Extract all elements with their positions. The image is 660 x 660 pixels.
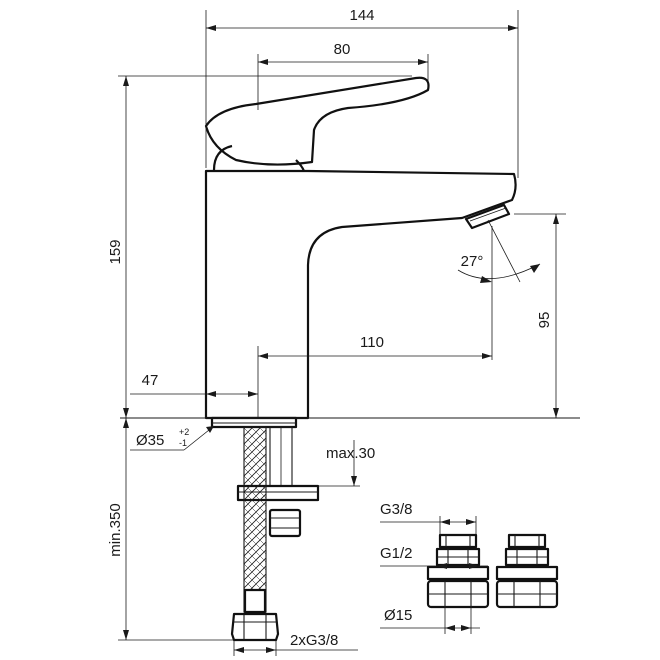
dim-label-min-hose-length: min.350 xyxy=(107,503,124,556)
dim-label-adapter-pipe-diameter: Ø15 xyxy=(384,607,412,624)
dim-adapter-outlet-thread: G3/8 xyxy=(380,501,477,535)
dim-adapter-inlet-thread: G1/2 xyxy=(380,545,488,569)
dim-overall-width: 144 xyxy=(205,7,519,178)
dim-base-offset: 47 xyxy=(130,372,258,397)
dim-lever-width: 80 xyxy=(257,41,429,110)
dim-adapter-pipe-diameter: Ø15 xyxy=(380,607,480,634)
dim-label-hole-tol-minus: -1 xyxy=(179,438,187,448)
dim-spout-height: 95 xyxy=(514,213,566,418)
adapter-right xyxy=(495,533,559,609)
lever-base xyxy=(212,144,306,172)
dim-overall-height: 159 xyxy=(107,75,412,418)
dim-min-hose-length: min.350 xyxy=(107,418,234,641)
dim-max-thickness: max.30 xyxy=(296,417,375,487)
faucet-outline xyxy=(120,76,580,429)
faucet-body xyxy=(204,169,517,420)
mounting-nut xyxy=(268,508,302,538)
dim-label-hole-diameter: Ø35 xyxy=(136,432,164,449)
braided-hose xyxy=(230,426,280,642)
aerator xyxy=(464,203,511,230)
dim-label-spout-height: 95 xyxy=(536,312,553,329)
dim-label-spout-angle: 27° xyxy=(461,253,484,270)
dim-hose-thread: 2xG3/8 xyxy=(233,632,358,656)
lever-handle xyxy=(204,76,430,166)
dim-label-overall-height: 159 xyxy=(107,239,124,264)
dim-label-spout-reach: 110 xyxy=(360,334,384,351)
dim-hole-diameter: Ø35 +2 -1 xyxy=(130,425,215,451)
dim-label-hose-thread: 2xG3/8 xyxy=(290,632,338,649)
dim-label-adapter-outlet-thread: G3/8 xyxy=(380,501,413,518)
dim-spout-angle: 27° xyxy=(457,219,541,283)
hose-ferrule xyxy=(243,588,267,614)
dim-label-adapter-inlet-thread: G1/2 xyxy=(380,545,413,562)
dim-label-hole-tol-plus: +2 xyxy=(179,427,189,437)
adapter-left xyxy=(426,533,490,609)
dim-spout-reach: 110 xyxy=(257,226,493,418)
dim-label-max-thickness: max.30 xyxy=(326,445,375,462)
dim-label-overall-width: 144 xyxy=(349,7,374,24)
hose-nut xyxy=(230,612,280,642)
dim-label-lever-width: 80 xyxy=(334,41,351,58)
dim-label-base-offset: 47 xyxy=(142,372,159,389)
